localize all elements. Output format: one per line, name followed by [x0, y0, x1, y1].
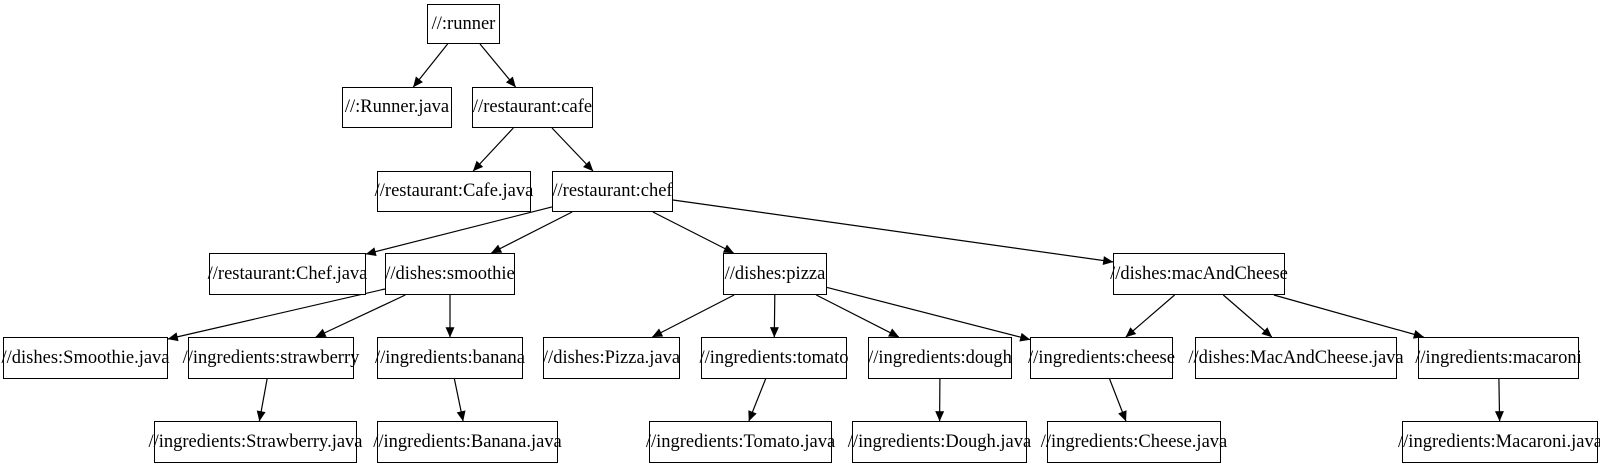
graph-node-pizza: //dishes:pizza	[723, 253, 827, 295]
graph-node-dough: //ingredients:dough	[868, 337, 1012, 379]
graph-node-cheese: //ingredients:cheese	[1028, 337, 1175, 379]
edge-banana-to-banana_java	[453, 378, 466, 422]
graph-node-runner_java: //:Runner.java	[342, 87, 452, 128]
edge-strawberry-to-strawberry_java	[256, 378, 268, 422]
edge-pizza-to-pizza_java	[652, 294, 735, 338]
edge-macaroni-to-macaroni_java	[1494, 378, 1504, 422]
edge-runner-to-runner_java	[412, 43, 449, 88]
graph-node-macaroni: //ingredients:macaroni	[1415, 337, 1582, 379]
edge-smoothie-to-smoothie_java	[167, 288, 386, 342]
edge-runner-to-cafe	[479, 43, 517, 88]
edge-pizza-to-tomato	[769, 294, 779, 338]
graph-node-chef_java: //restaurant:Chef.java	[208, 253, 367, 295]
graph-node-banana: //ingredients:banana	[375, 337, 525, 379]
edge-smoothie-to-strawberry	[315, 294, 406, 338]
graph-node-cafe: //restaurant:cafe	[472, 87, 593, 128]
graph-node-macaroni_java: //ingredients:Macaroni.java	[1398, 421, 1600, 463]
edge-cafe-to-cafe_java	[472, 127, 514, 172]
graph-node-pizza_java: //dishes:Pizza.java	[543, 337, 680, 379]
graph-node-tomato: //ingredients:tomato	[700, 337, 849, 379]
edge-chef-to-smoothie	[491, 211, 573, 254]
edge-cheese-to-cheese_java	[1109, 378, 1127, 422]
edge-pizza-to-cheese	[826, 286, 1031, 342]
edge-pizza-to-dough	[816, 294, 900, 338]
edge-chef-to-chef_java	[365, 206, 553, 257]
graph-node-mac_and_cheese_java: //dishes:MacAndCheese.java	[1188, 337, 1404, 379]
edge-mac_and_cheese-to-mac_and_cheese_java	[1222, 294, 1273, 338]
graph-node-cafe_java: //restaurant:Cafe.java	[375, 171, 533, 212]
graph-node-smoothie: //dishes:smoothie	[385, 253, 515, 295]
graph-node-dough_java: //ingredients:Dough.java	[848, 421, 1031, 463]
graph-node-runner: //:runner	[427, 4, 500, 44]
edge-tomato-to-tomato_java	[748, 378, 767, 422]
edge-chef-to-pizza	[652, 211, 734, 254]
graph-node-smoothie_java: //dishes:Smoothie.java	[1, 337, 170, 379]
edge-mac_and_cheese-to-cheese	[1125, 294, 1175, 338]
edge-cafe-to-chef	[551, 127, 594, 172]
graph-node-strawberry_java: //ingredients:Strawberry.java	[148, 421, 363, 463]
graph-node-mac_and_cheese: //dishes:macAndCheese	[1110, 253, 1288, 295]
graph-node-cheese_java: //ingredients:Cheese.java	[1041, 421, 1227, 463]
graph-node-chef: //restaurant:chef	[552, 171, 673, 212]
graph-node-banana_java: //ingredients:Banana.java	[373, 421, 562, 463]
edge-mac_and_cheese-to-macaroni	[1273, 294, 1424, 339]
graph-node-tomato_java: //ingredients:Tomato.java	[646, 421, 835, 463]
graph-node-strawberry: //ingredients:strawberry	[183, 337, 359, 379]
